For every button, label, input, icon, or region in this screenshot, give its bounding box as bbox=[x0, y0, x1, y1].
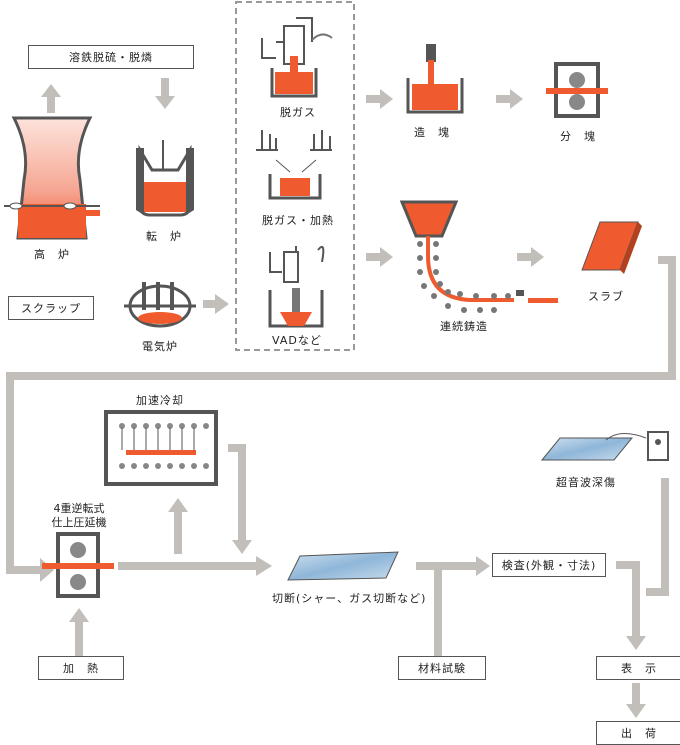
testing-box: 材料試験 bbox=[398, 656, 486, 680]
degas-label: 脱ガス bbox=[280, 106, 316, 119]
converter-icon bbox=[136, 140, 194, 217]
ultrasonic-icon bbox=[540, 431, 669, 461]
slab-label: スラブ bbox=[588, 290, 624, 303]
eaf-label: 電気炉 bbox=[142, 340, 178, 353]
degas-heat-label: 脱ガス・加熱 bbox=[262, 214, 334, 227]
continuous-caster-icon bbox=[399, 200, 558, 313]
slab-icon bbox=[581, 221, 642, 274]
vad-label: VADなど bbox=[272, 334, 322, 347]
mill-label-line2: 仕上圧延機 bbox=[51, 516, 107, 529]
scrap-box: スクラップ bbox=[8, 296, 94, 320]
cutting-label: 切断(シャー、ガス切断など) bbox=[272, 592, 427, 605]
inspection-box: 検査(外観・寸法) bbox=[492, 553, 606, 577]
shipping-box: 出 荷 bbox=[596, 721, 680, 745]
heating-box: 加 熱 bbox=[38, 656, 124, 680]
vad-icon bbox=[268, 246, 325, 328]
mill-label-line1: 4重逆転式 bbox=[53, 502, 105, 515]
ingot-casting-icon bbox=[406, 44, 464, 114]
cc-label: 連続鋳造 bbox=[440, 320, 488, 333]
flow-arrows bbox=[6, 78, 676, 718]
blooming-label: 分 塊 bbox=[560, 130, 596, 143]
degas-heating-icon bbox=[256, 130, 332, 200]
desulf-box: 溶鉄脱硫・脱燐 bbox=[28, 45, 194, 69]
accel-cool-label: 加速冷却 bbox=[136, 394, 184, 407]
accelerated-cooling-icon bbox=[104, 410, 218, 486]
converter-label: 転 炉 bbox=[146, 230, 182, 243]
blast-furnace-label: 高 炉 bbox=[34, 248, 70, 261]
degassing-icon bbox=[261, 17, 333, 98]
marking-box: 表 示 bbox=[596, 656, 680, 680]
mill-label: 4重逆転式 仕上圧延機 bbox=[38, 502, 120, 530]
blooming-mill-icon bbox=[546, 62, 608, 118]
finishing-mill-icon bbox=[42, 532, 114, 598]
ingot-label: 造 塊 bbox=[414, 126, 450, 139]
cut-plate-icon bbox=[287, 551, 399, 581]
electric-furnace-icon bbox=[124, 282, 196, 328]
ut-label: 超音波深傷 bbox=[556, 476, 616, 489]
secondary-refining-frame bbox=[235, 1, 355, 351]
blast-furnace-icon bbox=[4, 116, 100, 240]
